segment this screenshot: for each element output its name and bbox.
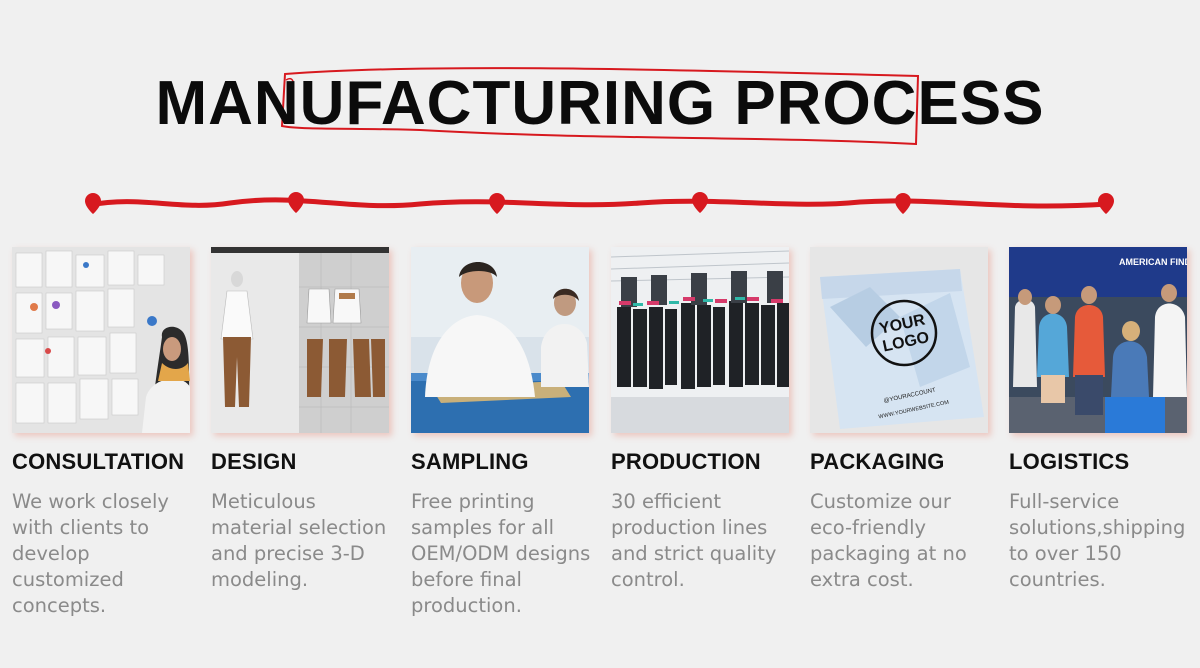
timeline-marker [1098, 193, 1114, 214]
step-title: LOGISTICS [1009, 449, 1130, 474]
packaging-photo: YOUR LOGO @YOURACCOUNT WWW.YOURWEBSITE.C… [810, 247, 988, 433]
timeline-marker [895, 193, 911, 214]
step-title: CONSULTATION [12, 449, 185, 474]
header: MANUFACTURING PROCESS [0, 62, 1200, 146]
sampling-photo [411, 247, 589, 433]
timeline-marker [288, 192, 304, 213]
design-photo [211, 247, 389, 433]
red-scribble-outline [280, 67, 920, 146]
page-title: MANUFACTURING PROCESS [155, 69, 1045, 138]
step-logistics: AMERICAN FINDER LOGISTICS Full-serviceso… [1009, 247, 1199, 593]
timeline-marker [692, 192, 708, 213]
step-packaging: YOUR LOGO @YOURACCOUNT WWW.YOURWEBSITE.C… [810, 247, 1000, 593]
timeline-marker [85, 193, 101, 214]
production-photo [611, 247, 789, 433]
step-title: PACKAGING [810, 449, 945, 474]
consultation-photo [12, 247, 190, 433]
step-title: SAMPLING [411, 449, 529, 474]
timeline [85, 192, 1114, 214]
banner-text: AMERICAN FINDER [1119, 257, 1187, 267]
timeline-marker [489, 193, 505, 214]
step-title: PRODUCTION [611, 449, 761, 474]
step-title: DESIGN [211, 449, 297, 474]
logistics-photo: AMERICAN FINDER [1009, 247, 1187, 433]
